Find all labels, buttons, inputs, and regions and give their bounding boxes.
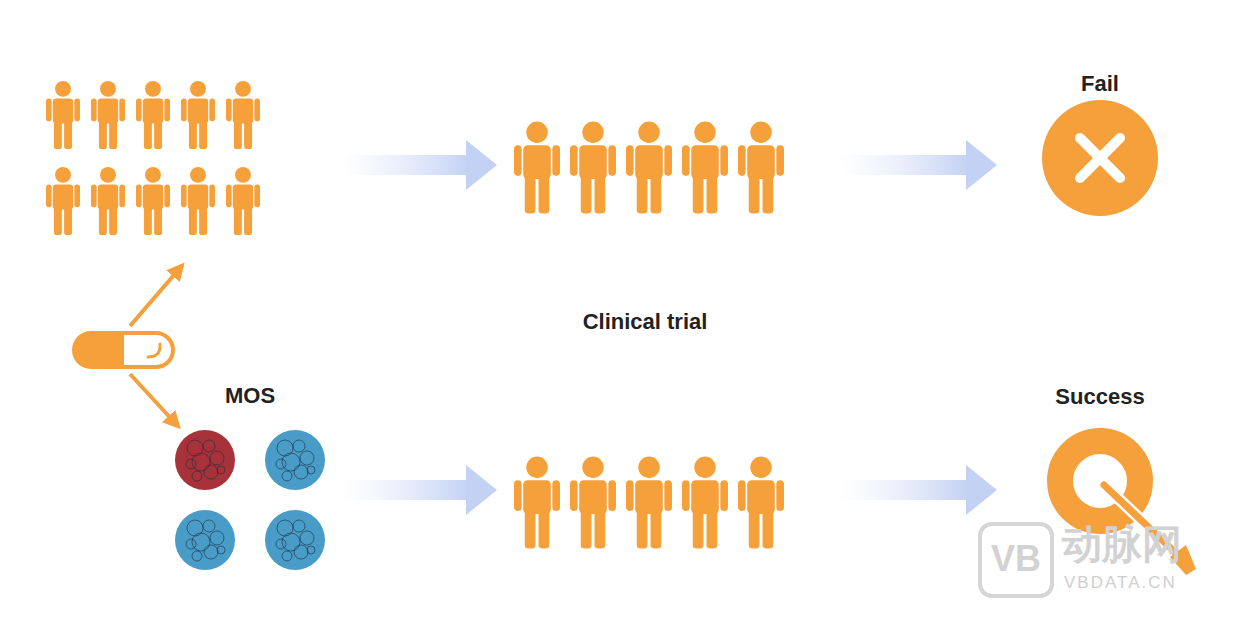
node-heading: Success bbox=[1040, 383, 1160, 411]
person-icon bbox=[682, 122, 728, 214]
icon-node: Fail bbox=[1040, 70, 1160, 220]
person-icon bbox=[46, 167, 80, 235]
watermark-url: VBDATA.CN bbox=[1064, 573, 1220, 593]
stage-label: Clinical trial bbox=[545, 309, 745, 335]
person-icon bbox=[738, 457, 784, 549]
orange-arrow bbox=[130, 268, 180, 424]
fail-icon bbox=[1040, 98, 1160, 220]
icon-node: MOS bbox=[170, 382, 330, 580]
person-icon bbox=[682, 457, 728, 549]
patient-group bbox=[514, 122, 784, 214]
person-icon bbox=[91, 81, 125, 149]
node-heading: Fail bbox=[1040, 70, 1160, 98]
person-icon bbox=[46, 81, 80, 149]
person-icon bbox=[514, 457, 560, 549]
person-icon bbox=[181, 167, 215, 235]
organoid-cluster bbox=[170, 410, 330, 580]
drug-capsule bbox=[72, 331, 173, 369]
person-icon bbox=[91, 167, 125, 235]
flow-arrow bbox=[340, 140, 997, 515]
person-icon bbox=[181, 81, 215, 149]
person-icon bbox=[626, 122, 672, 214]
watermark-logo-text: VB bbox=[980, 537, 1052, 580]
person-icon bbox=[136, 81, 170, 149]
person-icon bbox=[570, 457, 616, 549]
person-icon bbox=[570, 122, 616, 214]
watermark-logo bbox=[980, 524, 1052, 596]
person-icon bbox=[626, 457, 672, 549]
person-icon bbox=[226, 167, 260, 235]
watermark-text: 动脉网 bbox=[1062, 520, 1218, 568]
person-icon bbox=[136, 167, 170, 235]
person-icon bbox=[226, 81, 260, 149]
person-icon bbox=[738, 122, 784, 214]
patient-group bbox=[46, 81, 260, 235]
node-heading: MOS bbox=[170, 382, 330, 410]
patient-group bbox=[514, 457, 784, 549]
person-icon bbox=[514, 122, 560, 214]
